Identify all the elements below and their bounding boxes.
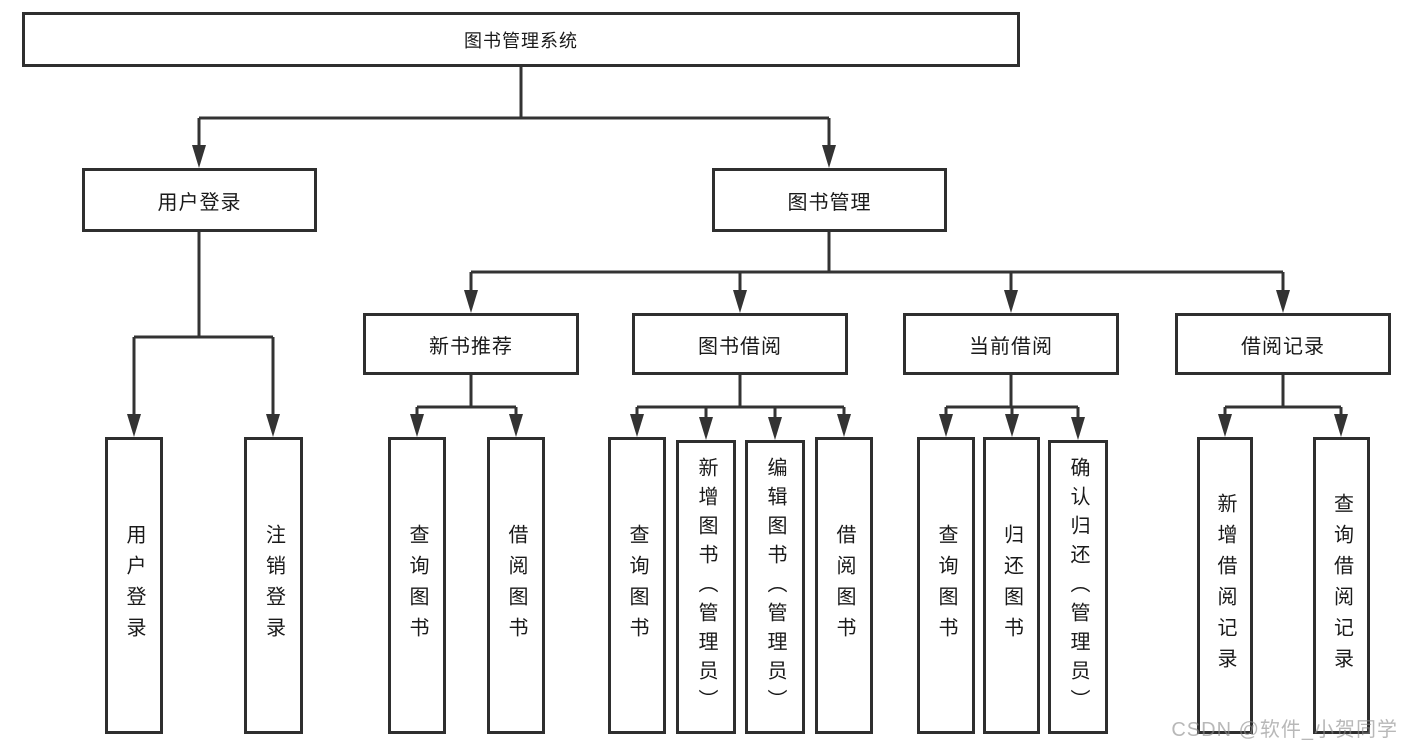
leaf-return-books: 归还图书 (983, 437, 1040, 734)
node-library-management-system: 图书管理系统 (22, 12, 1020, 67)
node-book-management: 图书管理 (712, 168, 947, 232)
leaf-label: 确认归还（管理员） (1067, 456, 1089, 718)
node-user-login: 用户登录 (82, 168, 317, 232)
node-label: 新书推荐 (429, 335, 513, 358)
leaf-label: 新增图书（管理员） (695, 456, 717, 718)
leaf-query-books-current: 查询图书 (917, 437, 975, 734)
leaf-add-books-admin: 新增图书（管理员） (676, 440, 736, 734)
leaf-label: 借阅图书 (833, 523, 855, 648)
leaf-edit-books-admin: 编辑图书（管理员） (745, 440, 805, 734)
leaf-label: 查询图书 (935, 523, 957, 648)
leaf-user-login: 用户登录 (105, 437, 163, 734)
csdn-watermark: CSDN @软件_小贺同学 (1171, 719, 1398, 741)
leaf-confirm-return-admin: 确认归还（管理员） (1048, 440, 1108, 734)
leaf-borrow-books-recommend: 借阅图书 (487, 437, 545, 734)
node-label: 图书借阅 (698, 335, 782, 358)
node-new-book-recommendation: 新书推荐 (363, 313, 579, 375)
leaf-logout: 注销登录 (244, 437, 303, 734)
node-current-borrowing: 当前借阅 (903, 313, 1119, 375)
node-label: 用户登录 (157, 191, 242, 214)
leaf-query-books-recommend: 查询图书 (388, 437, 446, 734)
leaf-add-borrow-record: 新增借阅记录 (1197, 437, 1253, 734)
node-label: 图书管理 (787, 191, 872, 214)
leaf-label: 编辑图书（管理员） (764, 456, 786, 718)
leaf-label: 查询图书 (406, 523, 428, 648)
node-label: 当前借阅 (969, 335, 1053, 358)
node-label: 图书管理系统 (464, 30, 578, 51)
leaf-label: 新增借阅记录 (1214, 492, 1236, 679)
leaf-label: 查询图书 (626, 523, 648, 648)
node-book-borrowing: 图书借阅 (632, 313, 848, 375)
leaf-label: 查询借阅记录 (1330, 492, 1353, 679)
leaf-label: 归还图书 (1000, 523, 1023, 648)
node-borrowing-records: 借阅记录 (1175, 313, 1391, 375)
leaf-label: 借阅图书 (505, 523, 527, 648)
leaf-query-books-borrow: 查询图书 (608, 437, 666, 734)
leaf-query-borrow-record: 查询借阅记录 (1313, 437, 1370, 734)
leaf-borrow-books: 借阅图书 (815, 437, 873, 734)
leaf-label: 注销登录 (262, 523, 285, 648)
leaf-label: 用户登录 (123, 523, 145, 648)
node-label: 借阅记录 (1241, 335, 1325, 358)
